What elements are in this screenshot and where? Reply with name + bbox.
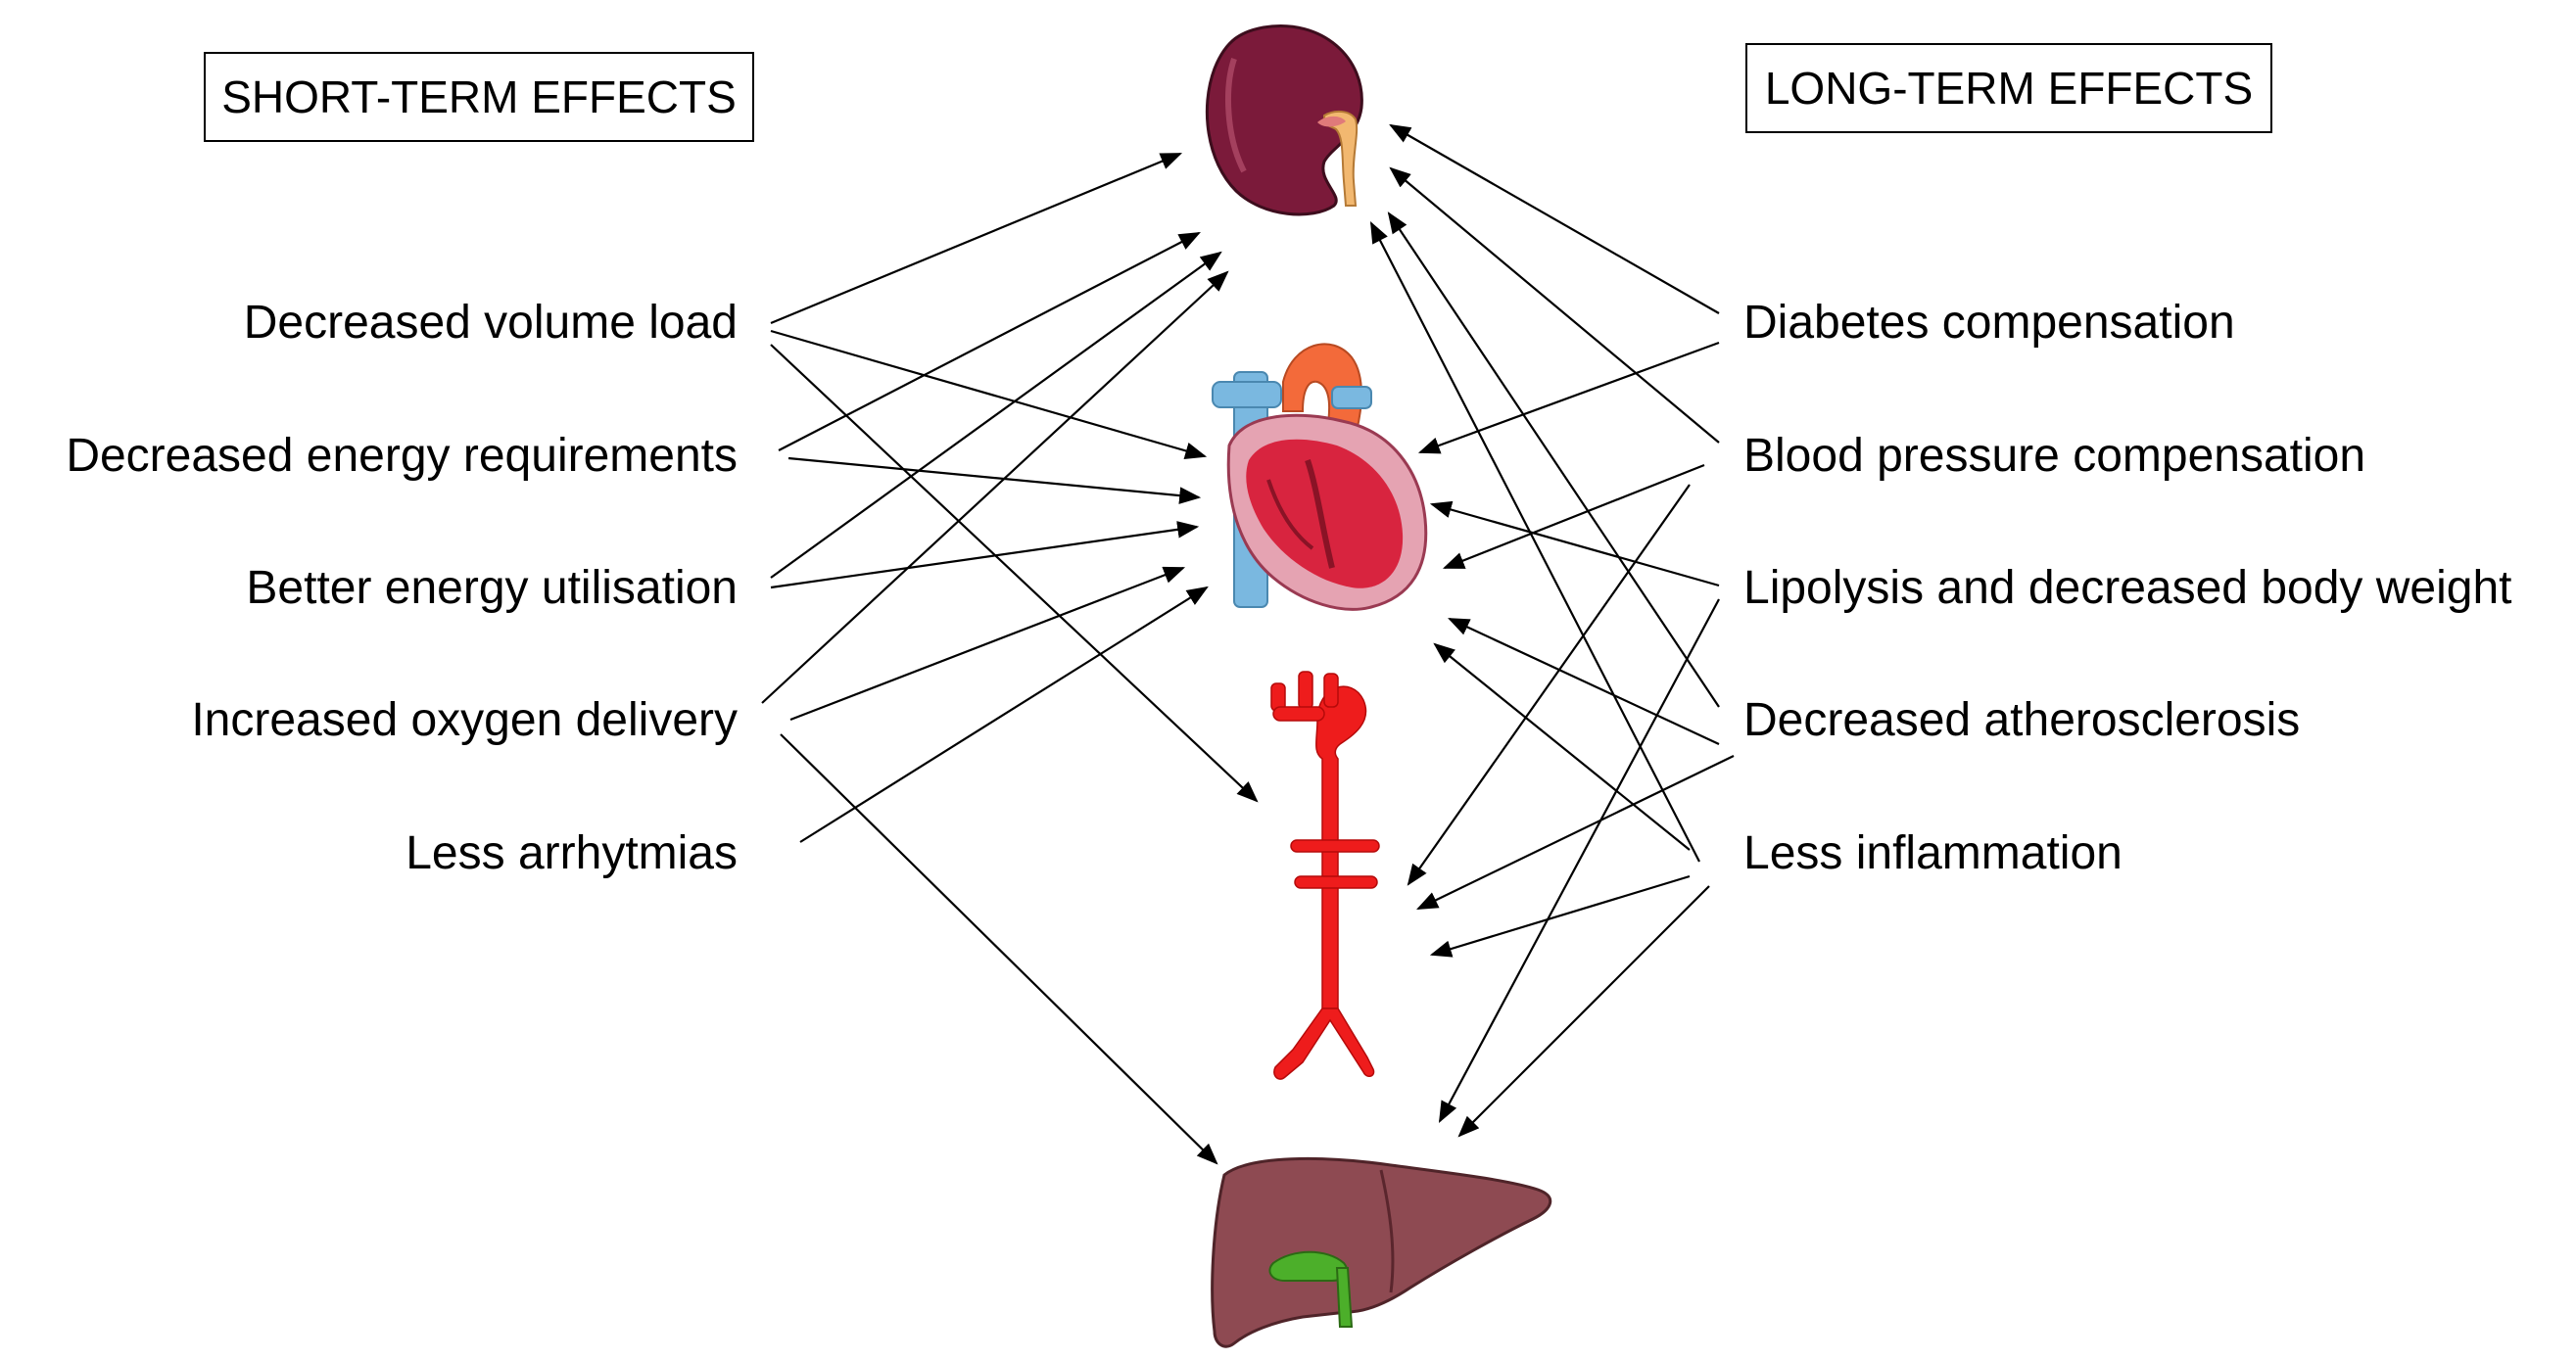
arrow-bp-to-kidney (1389, 166, 1720, 444)
arrow-athero-to-aorta (1416, 755, 1735, 910)
effect-increased-oxygen-delivery: Increased oxygen delivery (191, 694, 738, 746)
short-term-heading: SHORT-TERM EFFECTS (204, 52, 754, 142)
short-term-arrows (761, 152, 1259, 1165)
arrow-inflammation-to-heart (1433, 642, 1691, 851)
arrow-diabetes-to-kidney (1389, 123, 1720, 314)
effect-less-inflammation: Less inflammation (1743, 827, 2123, 879)
arrow-lipolysis-to-liver (1438, 598, 1720, 1123)
effect-decreased-atherosclerosis: Decreased atherosclerosis (1743, 694, 2301, 746)
arrow-utilisation-to-heart (770, 521, 1200, 589)
liver-icon (1211, 1156, 1551, 1348)
effect-lipolysis-decreased-body-weight: Lipolysis and decreased body weight (1743, 562, 2512, 614)
arrow-bp-to-aorta (1407, 484, 1691, 886)
arrow-inflammation-to-kidney (1369, 221, 1700, 863)
arrow-volume-to-kidney (770, 152, 1183, 325)
long-term-arrows (1369, 123, 1735, 1138)
arrow-volume-to-aorta (770, 344, 1259, 803)
effect-less-arrhytmias: Less arrhytmias (405, 827, 738, 879)
arrow-diabetes-to-heart (1417, 341, 1720, 454)
effect-decreased-energy-requirements: Decreased energy requirements (66, 430, 738, 482)
heart-icon (1212, 343, 1428, 611)
effect-diabetes-compensation: Diabetes compensation (1743, 297, 2235, 349)
arrow-oxygen-to-heart (789, 566, 1186, 722)
aorta-icon (1270, 671, 1380, 1080)
effect-blood-pressure-compensation: Blood pressure compensation (1743, 430, 2366, 482)
long-term-heading: LONG-TERM EFFECTS (1745, 43, 2272, 133)
arrow-bp-to-heart (1442, 463, 1705, 570)
kidney-icon (1205, 24, 1363, 216)
arrow-energy-req-to-kidney (778, 231, 1201, 451)
arrow-volume-to-heart (770, 329, 1208, 459)
effect-better-energy-utilisation: Better energy utilisation (246, 562, 738, 614)
arrow-inflammation-to-liver (1457, 885, 1710, 1138)
arrow-energy-req-to-heart (787, 456, 1202, 504)
arrow-athero-to-heart (1448, 618, 1720, 745)
arrow-oxygen-to-liver (780, 733, 1218, 1165)
arrow-utilisation-to-kidney (770, 251, 1222, 579)
arrow-lipolysis-to-heart (1429, 500, 1720, 587)
arrow-oxygen-to-kidney (761, 270, 1229, 704)
arrow-arrhythmia-to-heart (799, 586, 1209, 843)
arrow-athero-to-kidney (1387, 211, 1720, 708)
effect-decreased-volume-load: Decreased volume load (243, 297, 738, 349)
arrow-inflammation-to-aorta (1429, 874, 1691, 958)
